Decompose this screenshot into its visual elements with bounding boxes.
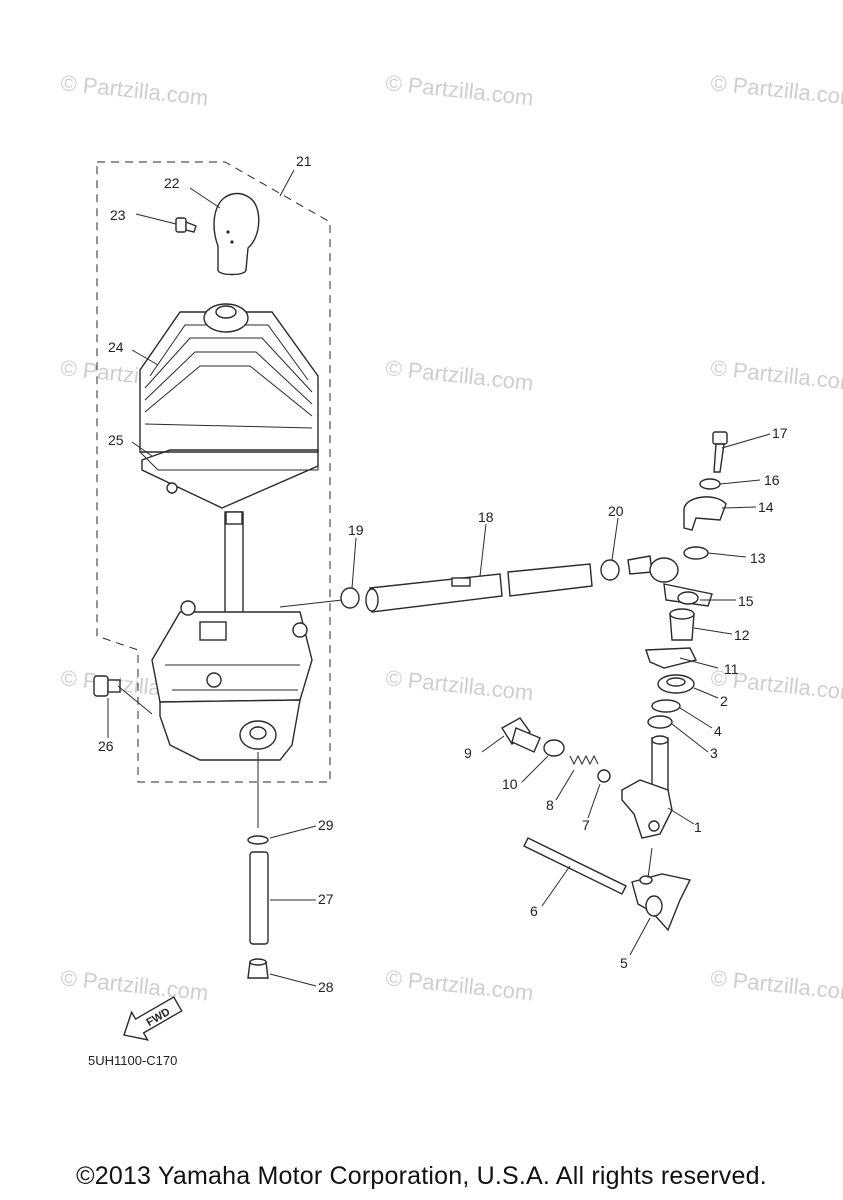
callout-12: 12 [734, 627, 750, 643]
nut-19 [340, 587, 360, 609]
watermark: © Partzilla.com [709, 965, 843, 1005]
callout-7: 7 [582, 817, 590, 833]
fork-5 [631, 873, 692, 932]
washer-4 [651, 699, 681, 713]
bolt-9 [501, 717, 541, 753]
shift-boot [139, 303, 319, 471]
watermark: © Partzilla.com [59, 70, 209, 110]
watermark: © Partzilla.com [59, 965, 209, 1005]
lever-11 [645, 647, 698, 669]
callout-21: 21 [296, 153, 312, 169]
circlip-3 [647, 715, 673, 729]
ball-7 [597, 769, 611, 783]
callout-20: 20 [608, 503, 624, 519]
callout-24: 24 [108, 339, 124, 355]
shift-housing [151, 600, 313, 761]
watermark: © Partzilla.com [384, 355, 534, 395]
callout-10: 10 [502, 776, 518, 792]
shaft-27 [249, 851, 269, 945]
watermark: © Partzilla.com [384, 70, 534, 110]
diagram-code: 5UH1100-C170 [88, 1053, 177, 1068]
bolt-17 [712, 431, 728, 473]
callout-11: 11 [724, 661, 739, 677]
fwd-label: FWD [145, 1006, 173, 1029]
callout-9: 9 [464, 745, 472, 761]
callout-18: 18 [478, 509, 494, 525]
shift-rod [224, 511, 244, 625]
callout-14: 14 [758, 499, 774, 515]
watermark: © Partzilla.com [709, 355, 843, 395]
bracket-14 [683, 496, 727, 531]
ball-joint-15 [627, 555, 713, 607]
nut-20 [600, 559, 620, 581]
screw-23 [175, 217, 197, 233]
callouts: 21 22 23 24 25 26 19 18 20 17 16 14 13 1… [98, 153, 788, 995]
rod-6 [523, 837, 627, 895]
washer-13 [683, 546, 709, 560]
rod-18 [365, 563, 593, 613]
callout-25: 25 [108, 432, 124, 448]
callout-13: 13 [750, 550, 766, 566]
callout-17: 17 [772, 425, 788, 441]
bolt-26 [93, 675, 121, 697]
callout-15: 15 [738, 593, 754, 609]
watermark: © Partzilla.com [384, 965, 534, 1005]
callout-8: 8 [546, 797, 554, 813]
callout-28: 28 [318, 979, 334, 995]
shift-knob [213, 192, 260, 276]
leader-lines [107, 169, 771, 987]
callout-1: 1 [694, 819, 702, 835]
callout-23: 23 [110, 207, 126, 223]
callout-5: 5 [620, 955, 628, 971]
gasket-25 [141, 449, 319, 509]
copyright-notice: ©2013 Yamaha Motor Corporation, U.S.A. A… [76, 1162, 767, 1190]
callout-6: 6 [530, 903, 538, 919]
callout-27: 27 [318, 891, 334, 907]
gasket-10 [543, 739, 565, 757]
washer-16 [699, 478, 721, 490]
callout-4: 4 [714, 723, 722, 739]
callout-2: 2 [720, 693, 728, 709]
spring-8 [569, 754, 599, 766]
assembly-outline [96, 161, 331, 783]
callout-26: 26 [98, 738, 114, 754]
callout-22: 22 [164, 175, 180, 191]
shift-shaft-1 [621, 735, 673, 839]
watermark: © Partzilla.com [709, 70, 843, 110]
callout-29: 29 [318, 817, 334, 833]
watermarks: © Partzilla.com © Partzilla.com © Partzi… [59, 70, 843, 1005]
callout-3: 3 [710, 745, 718, 761]
ring-29 [247, 835, 269, 845]
callout-16: 16 [764, 472, 780, 488]
callout-19: 19 [348, 522, 364, 538]
watermark: © Partzilla.com [384, 665, 534, 705]
